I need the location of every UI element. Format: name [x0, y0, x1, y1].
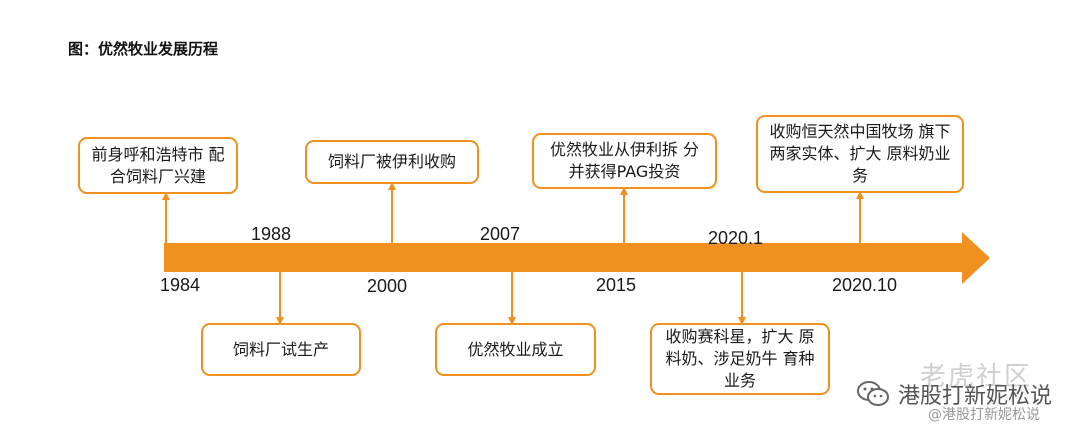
year-label-1984: 1984: [160, 275, 201, 295]
event-box-1988: 饲料厂试生产: [201, 323, 361, 376]
event-box-2015: 优然牧业从伊利拆 分并获得PAG投资: [532, 133, 717, 189]
year-label-2020-10: 2020.10: [832, 275, 898, 295]
event-box-2000: 饲料厂被伊利收购: [305, 140, 479, 184]
year-label-1988: 1988: [251, 224, 292, 244]
event-box-1984: 前身呼和浩特市 配合饲料厂兴建: [78, 137, 238, 194]
watermark-handle: @港股打新妮松说: [928, 407, 1040, 423]
figure-title: 图：优然牧业发展历程: [68, 40, 219, 58]
year-label-2020-1: 2020.1: [708, 228, 764, 248]
year-label-2007: 2007: [480, 224, 521, 244]
year-label-2000: 2000: [367, 276, 408, 296]
wechat-icon: [857, 381, 889, 406]
event-box-2020-1: 收购赛科星，扩大 原料奶、涉足奶牛 育种业务: [650, 323, 830, 395]
year-label-2015: 2015: [596, 275, 637, 295]
watermark-account-name: 港股打新妮松说: [898, 384, 1053, 409]
watermark-site: 老虎社区: [920, 362, 1033, 392]
event-box-2020-10: 收购恒天然中国牧场 旗下两家实体、扩大 原料奶业务: [756, 115, 964, 193]
event-box-2007: 优然牧业成立: [435, 323, 596, 376]
timeline-arrow: [164, 232, 990, 284]
watermark-account: 港股打新妮松说: [856, 378, 1052, 410]
